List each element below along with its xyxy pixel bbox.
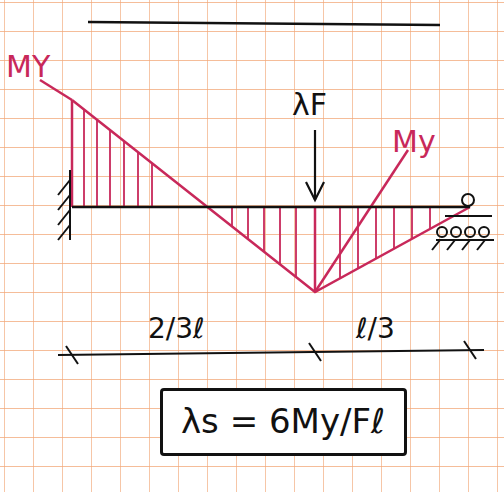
load-arrow (306, 130, 324, 200)
beam (72, 206, 470, 209)
moment-diagram (40, 80, 470, 292)
fixed-support (58, 170, 70, 240)
result-box: λs = 6My/Fℓ (160, 388, 407, 456)
top-rule (88, 22, 440, 25)
dimension-label: 2/3ℓ (148, 314, 205, 345)
dimension-line (58, 341, 484, 364)
moment-label: My (392, 125, 436, 158)
load-label: λF (292, 88, 327, 121)
dimension-label: ℓ/3 (356, 314, 395, 345)
formula-text: λs = 6My/Fℓ (181, 403, 386, 440)
moment-label: MY (6, 50, 50, 83)
roller-support (432, 194, 494, 250)
